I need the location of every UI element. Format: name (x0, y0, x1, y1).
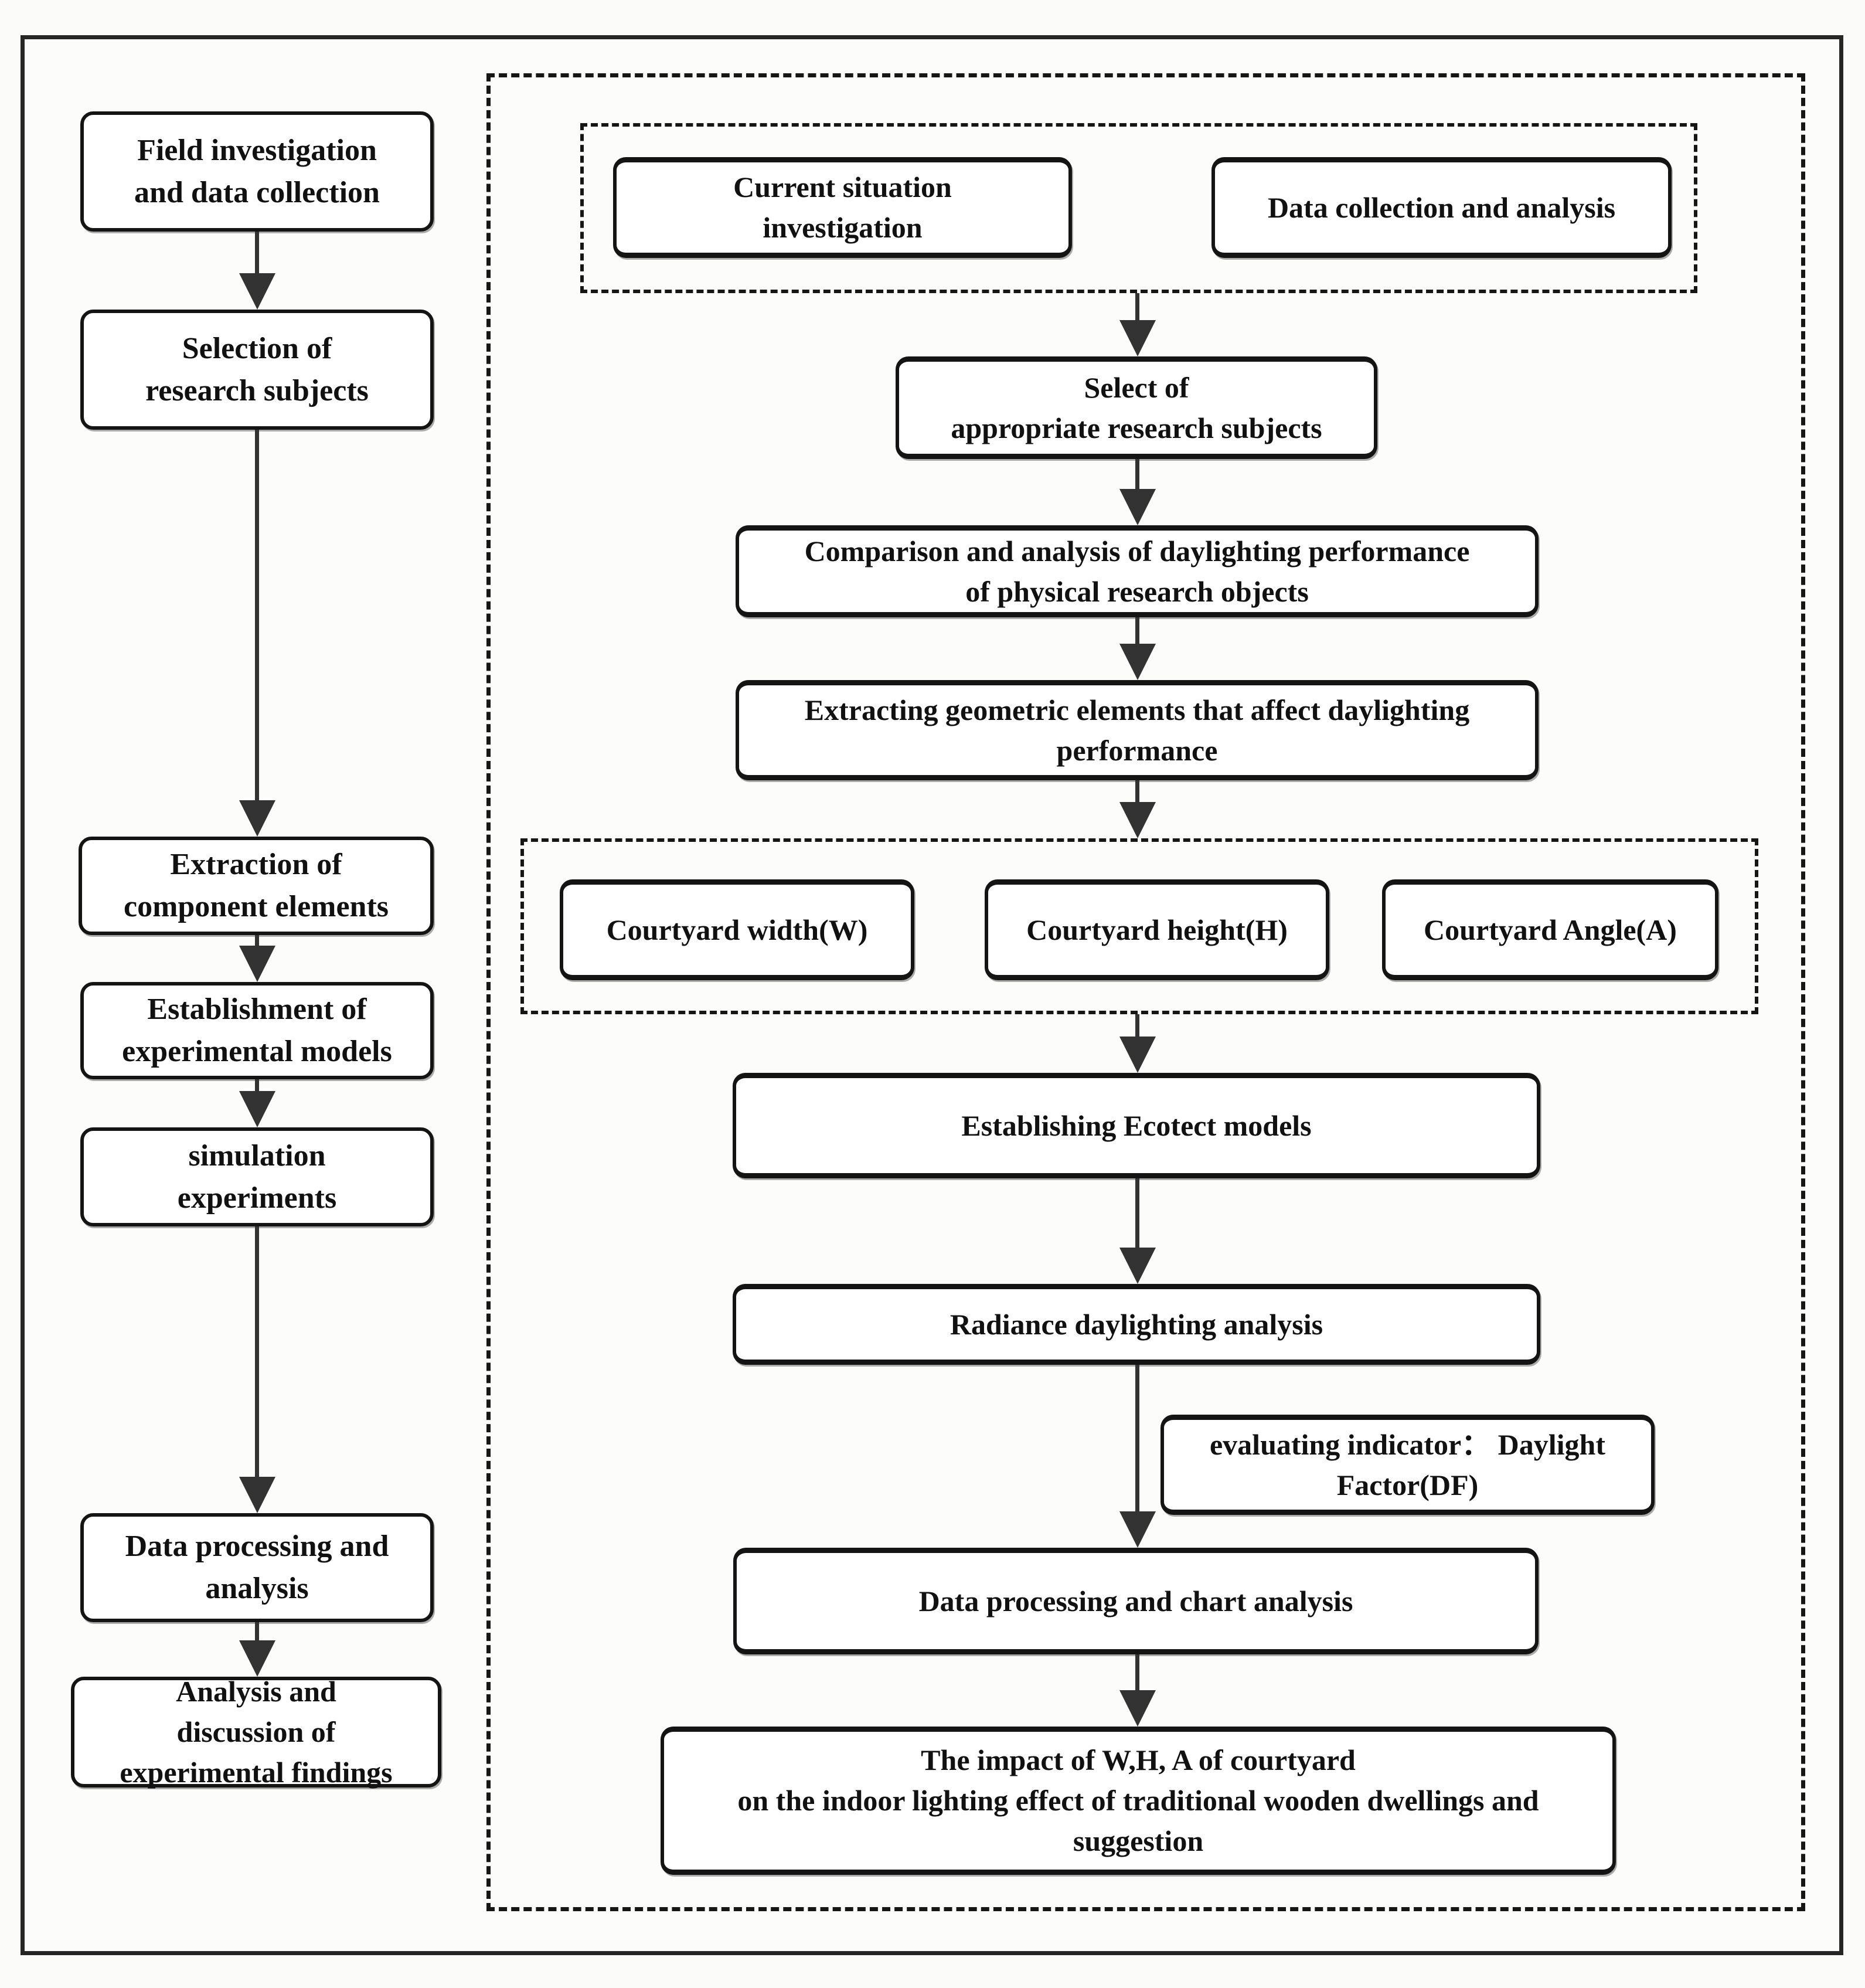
flow-step-chart-analysis: Data processing and chart analysis (733, 1548, 1539, 1654)
arrow-extracting-to-factors (1135, 780, 1139, 802)
arrow-comparison-to-extracting (1135, 617, 1139, 644)
arrow-simulation-to-data-processing (255, 1226, 259, 1477)
flow-step-comparison-analysis: Comparison and analysis of daylighting p… (736, 525, 1539, 617)
arrow-establishment-to-simulation (255, 1079, 259, 1091)
flow-step-simulation-experiments: simulation experiments (80, 1127, 434, 1226)
arrow-investigation-to-select (1135, 293, 1139, 320)
flow-step-extraction-elements: Extraction of component elements (79, 837, 434, 935)
flow-step-extracting-geometric: Extracting geometric elements that affec… (736, 680, 1539, 780)
factor-courtyard-width: Courtyard width(W) (560, 879, 914, 980)
flow-step-analysis-discussion: Analysis and discussion of experimental … (71, 1675, 441, 1789)
arrow-radiance-to-data-processing (1135, 1365, 1139, 1511)
flow-step-establishment-models: Establishment of experimental models (80, 982, 434, 1079)
factor-courtyard-height: Courtyard height(H) (985, 879, 1329, 980)
arrow-chart-analysis-to-conclusion (1135, 1654, 1139, 1690)
arrow-select-to-comparison (1135, 459, 1139, 489)
flow-step-data-processing-analysis: Data processing and analysis (80, 1513, 434, 1622)
geometric-factors-container (520, 838, 1758, 1014)
flow-step-current-situation: Current situation investigation (613, 157, 1072, 258)
flow-step-selection-subjects: Selection of research subjects (80, 310, 434, 430)
investigation-group-container (580, 123, 1697, 293)
arrow-factors-to-ecotect (1135, 1014, 1139, 1037)
flow-step-select-subjects: Select of appropriate research subjects (896, 356, 1377, 459)
arrow-extraction-to-establishment (255, 935, 259, 946)
arrow-field-to-selection (255, 232, 259, 273)
flow-step-data-collection: Data collection and analysis (1211, 157, 1672, 258)
arrow-ecotect-to-radiance (1135, 1178, 1139, 1248)
evaluating-indicator-note: evaluating indicator： Daylight Factor(DF… (1160, 1415, 1655, 1515)
flow-step-radiance-analysis: Radiance daylighting analysis (733, 1284, 1540, 1365)
methodology-dashed-container (486, 73, 1805, 1911)
flow-step-field-investigation: Field investigation and data collection (80, 111, 434, 232)
arrow-data-processing-to-discussion (255, 1622, 259, 1640)
arrow-selection-to-extraction (255, 430, 259, 800)
factor-courtyard-angle: Courtyard Angle(A) (1382, 879, 1718, 980)
flow-step-ecotect-models: Establishing Ecotect models (733, 1073, 1540, 1178)
flow-step-conclusion: The impact of W,H, A of courtyard on the… (661, 1727, 1616, 1875)
